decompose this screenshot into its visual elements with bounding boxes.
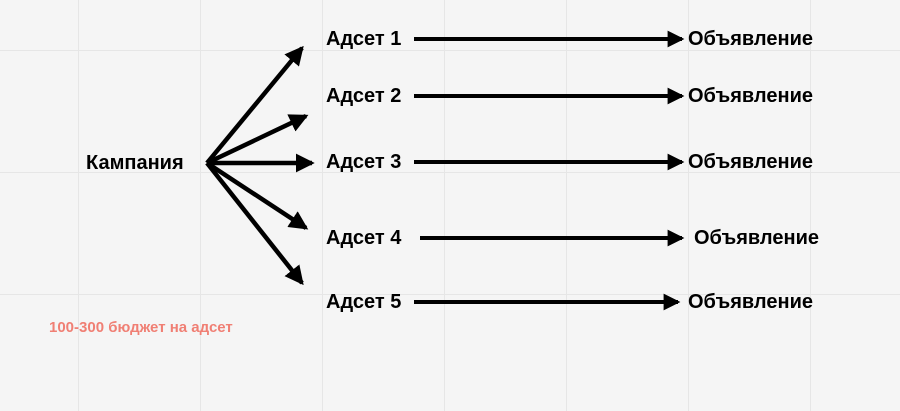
arrow-campaign-to-adset-4 (205, 161, 309, 230)
ad-node: Объявление (688, 291, 813, 313)
campaign-node: Кампания (86, 152, 184, 174)
ad-node: Объявление (688, 28, 813, 50)
ad-node: Объявление (688, 151, 813, 173)
adset-node: Адсет 3 (326, 151, 402, 173)
ad-node: Объявление (688, 85, 813, 107)
adset-node: Адсет 2 (326, 85, 402, 107)
arrow-campaign-to-adset-5 (205, 161, 304, 286)
arrow-campaign-to-adset-2 (206, 113, 309, 166)
ad-node: Объявление (694, 227, 819, 249)
budget-note: 100-300 бюджет на адсет (49, 319, 233, 336)
adset-node: Адсет 4 (326, 227, 402, 249)
adset-node: Адсет 5 (326, 291, 402, 313)
adset-node: Адсет 1 (326, 28, 402, 50)
arrow-campaign-to-adset-1 (205, 45, 304, 165)
